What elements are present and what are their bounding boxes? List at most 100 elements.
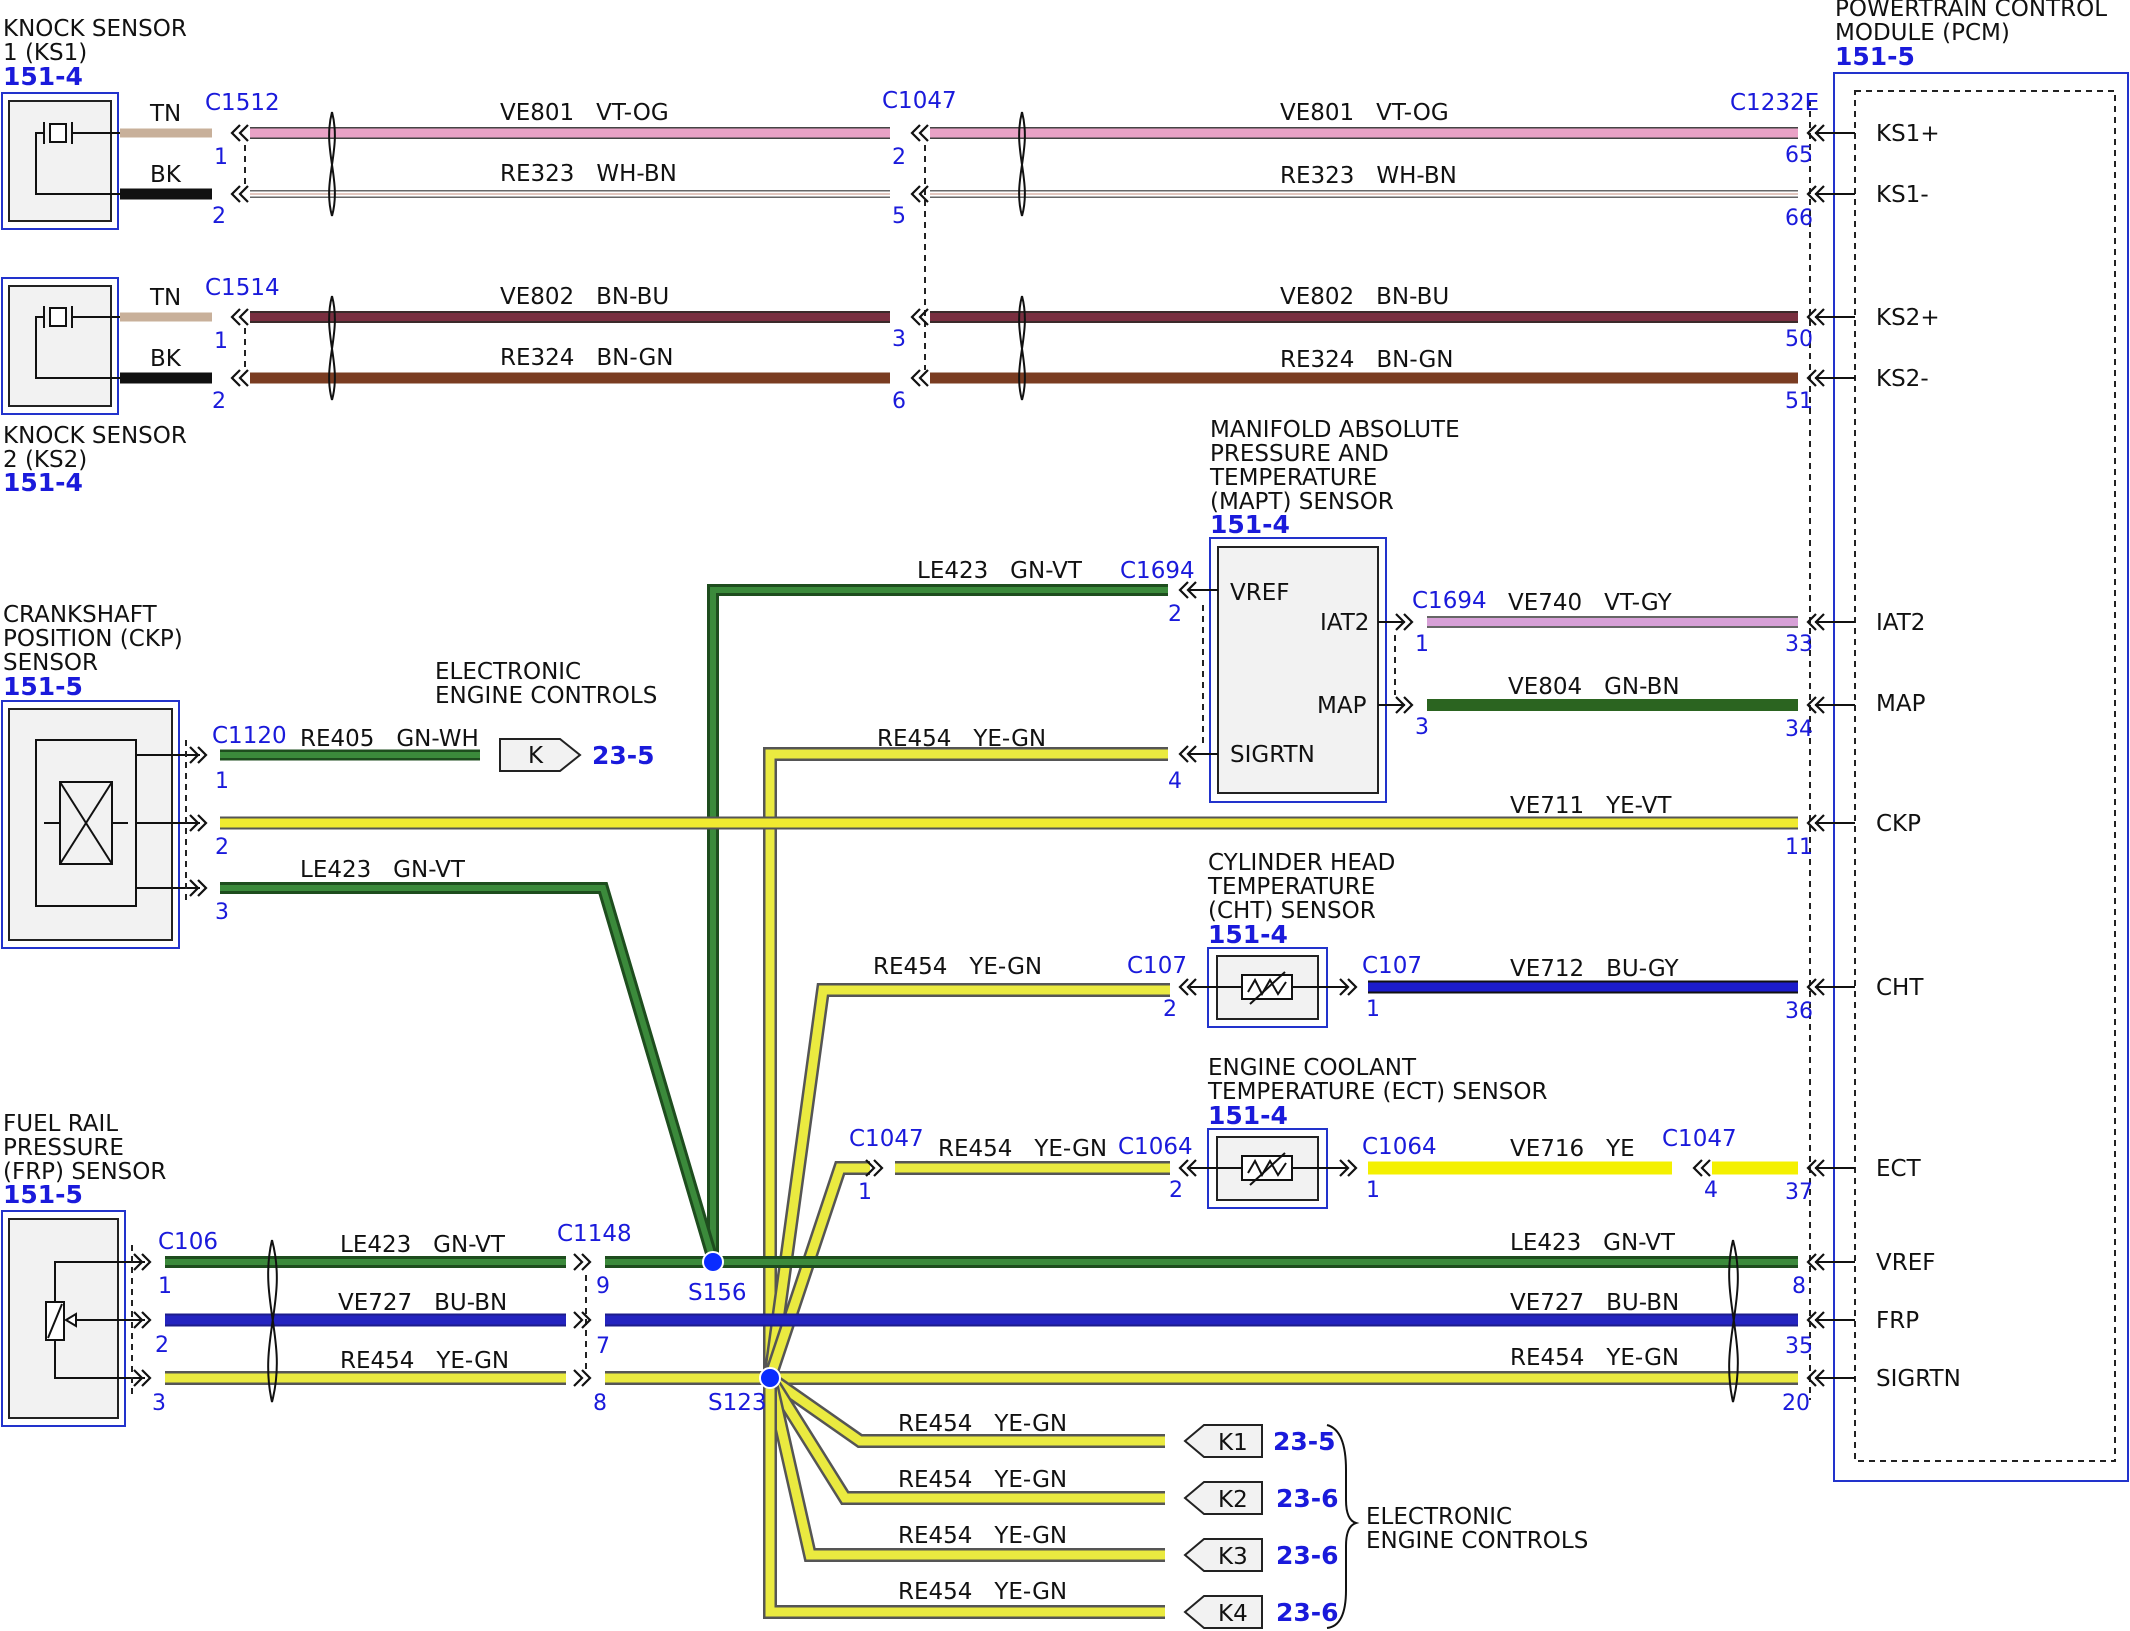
- connector-c1047-pcm[interactable]: C1047: [1662, 1126, 1737, 1152]
- splice-s156-dot[interactable]: [702, 1251, 724, 1273]
- frp-title-2: PRESSURE: [3, 1135, 124, 1161]
- ks2-title-1: KNOCK SENSOR: [3, 423, 187, 449]
- connector-c1512[interactable]: C1512: [205, 90, 280, 116]
- connector-terminal-31: [133, 1311, 152, 1329]
- ref-tag-k1-page[interactable]: 23-5: [1273, 1427, 1336, 1456]
- splice-s123-dot[interactable]: [759, 1367, 781, 1389]
- connector-c1694-mapt-in[interactable]: C1694: [1120, 558, 1195, 584]
- pin-pcm-33: 33: [1785, 632, 1813, 657]
- connector-terminal-26: [1178, 1159, 1197, 1177]
- mapt-body: [1217, 546, 1379, 794]
- connector-c1064-out[interactable]: C1064: [1362, 1134, 1437, 1160]
- connector-c107-out[interactable]: C107: [1362, 953, 1422, 979]
- pin-c1512-1: 1: [214, 145, 228, 170]
- pcm-pin-cht: CHT: [1876, 975, 1924, 1001]
- frp-ref[interactable]: 151-5: [3, 1180, 83, 1209]
- connector-terminal-19: [189, 814, 208, 832]
- ref-tag-k3[interactable]: [1183, 1538, 1263, 1572]
- pin-c1512-2: 2: [212, 204, 226, 229]
- connector-c1694-mapt-out[interactable]: C1694: [1412, 588, 1487, 614]
- mapt-ref[interactable]: 151-4: [1210, 510, 1290, 539]
- ckp-title-1: CRANKSHAFT: [3, 602, 158, 628]
- connector-c1232e[interactable]: C1232E: [1730, 90, 1819, 116]
- pin-c1047-4: 4: [1704, 1178, 1718, 1203]
- cht-title-3: (CHT) SENSOR: [1208, 898, 1376, 924]
- connector-terminal-14: [1395, 613, 1414, 631]
- pcm-pin-frp: FRP: [1876, 1308, 1919, 1334]
- pcm-pin-ks2m: KS2-: [1876, 366, 1929, 392]
- ref-tag-k2-page[interactable]: 23-6: [1276, 1484, 1339, 1513]
- connector-c1514[interactable]: C1514: [205, 275, 280, 301]
- ckp-ref[interactable]: 151-5: [3, 672, 83, 701]
- twist-marker-ks2-b: [1018, 295, 1026, 401]
- ref-tag-k-page[interactable]: 23-5: [592, 741, 655, 770]
- pin-c1120-1: 1: [215, 769, 229, 794]
- wire-re454-k4[interactable]: [765, 1378, 1165, 1617]
- pin-pcm-50: 50: [1785, 327, 1813, 352]
- wire-label-ve804: VE804 GN-BN: [1508, 674, 1680, 700]
- ref-tag-k[interactable]: [499, 738, 582, 772]
- wire-re454-k1[interactable]: [767, 1374, 1165, 1446]
- ks2-ref[interactable]: 151-4: [3, 468, 83, 497]
- connector-c1047-top[interactable]: C1047: [882, 88, 957, 114]
- pin-pcm-65: 65: [1785, 143, 1813, 168]
- pin-c106-1: 1: [158, 1274, 172, 1299]
- wire-le423-mapt[interactable]: [710, 587, 1168, 1260]
- connector-c106[interactable]: C106: [158, 1229, 218, 1255]
- connector-c1148[interactable]: C1148: [557, 1221, 632, 1247]
- wire-re454-k2[interactable]: [766, 1375, 1165, 1503]
- ect-title-1: ENGINE COOLANT: [1208, 1055, 1417, 1081]
- pcm-pin-ect: ECT: [1876, 1156, 1922, 1182]
- ks1-crystal-icon: [49, 123, 67, 143]
- ect-ref[interactable]: 151-4: [1208, 1101, 1288, 1130]
- ks1-ref[interactable]: 151-4: [3, 62, 83, 91]
- connector-terminal-30: [133, 1253, 152, 1271]
- eec-title-2: ENGINE CONTROLS: [435, 683, 657, 709]
- connector-terminal-33: [573, 1253, 592, 1271]
- wire-re454-k3[interactable]: [765, 1377, 1165, 1560]
- wire-re454-cht[interactable]: [765, 985, 1170, 1379]
- mapt-pin-vref: VREF: [1230, 580, 1289, 606]
- cht-ref[interactable]: 151-4: [1208, 920, 1288, 949]
- pin-pcm-35: 35: [1785, 1334, 1813, 1359]
- ref-tag-k4-page[interactable]: 23-6: [1276, 1598, 1339, 1627]
- twist-marker-ks1-b: [1018, 111, 1026, 217]
- ks2-outline: [1, 277, 119, 415]
- pin-c1047-6: 6: [892, 389, 906, 414]
- pin-mapt-1: 1: [1415, 632, 1429, 657]
- connector-terminal-7: [910, 369, 929, 387]
- connector-c1120[interactable]: C1120: [212, 723, 287, 749]
- pcm-pin-iat2: IAT2: [1876, 610, 1925, 636]
- ref-tag-k4-label: K4: [1218, 1601, 1248, 1627]
- wire-label-re454-k4: RE454 YE-GN: [898, 1579, 1067, 1605]
- wire-re454-ect-a[interactable]: [765, 1163, 870, 1380]
- pcm-pin-ks2p: KS2+: [1876, 305, 1940, 331]
- ref-tag-k1[interactable]: [1183, 1424, 1263, 1458]
- pcm-ref[interactable]: 151-5: [1835, 42, 1915, 71]
- ckp-title-3: SENSOR: [3, 650, 98, 676]
- connector-c1047-ect[interactable]: C1047: [849, 1126, 924, 1152]
- frp-title-3: (FRP) SENSOR: [3, 1159, 166, 1185]
- pin-pcm-20: 20: [1782, 1391, 1810, 1416]
- wire-le423-ckp[interactable]: [220, 885, 716, 1261]
- twist-marker-ks2-a: [328, 295, 336, 401]
- ks1-sensor: KNOCK SENSOR 1 (KS1) 151-4 TN BK: [1, 16, 187, 230]
- connector-terminal-18: [189, 746, 208, 764]
- pcm-title-1: POWERTRAIN CONTROL: [1835, 0, 2107, 22]
- pin-c107-1: 1: [1366, 997, 1380, 1022]
- wire-re454-mapt[interactable]: [765, 749, 1168, 1378]
- ks2-title-2: 2 (KS2): [3, 447, 87, 473]
- connector-c1064-in[interactable]: C1064: [1118, 1134, 1193, 1160]
- ks2-bk-label: BK: [150, 346, 182, 372]
- connector-c107-in[interactable]: C107: [1127, 953, 1187, 979]
- eec-brace: [1326, 1424, 1360, 1629]
- pcm-pin-map: MAP: [1876, 691, 1926, 717]
- wire-label-le423-mapt: LE423 GN-VT: [917, 558, 1083, 584]
- ref-tag-k2[interactable]: [1183, 1481, 1263, 1515]
- pin-pcm-51: 51: [1785, 389, 1813, 414]
- ref-tag-k3-page[interactable]: 23-6: [1276, 1541, 1339, 1570]
- ref-tag-k4[interactable]: [1183, 1595, 1263, 1629]
- connector-terminal-6: [910, 308, 929, 326]
- wire-label-re454-pcm: RE454 YE-GN: [1510, 1345, 1679, 1371]
- pin-pcm-11: 11: [1785, 835, 1813, 860]
